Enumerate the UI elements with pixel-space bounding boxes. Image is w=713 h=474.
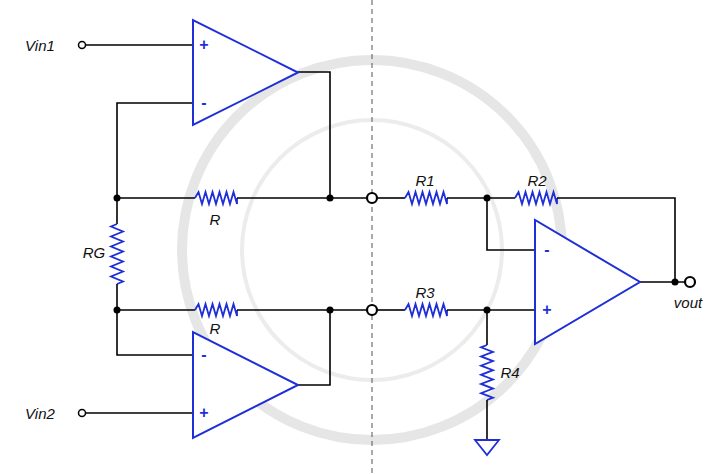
- resistor-label: R: [210, 321, 221, 336]
- resistor-symbol: [195, 192, 237, 204]
- output-label: vout: [674, 295, 702, 310]
- wire: [116, 198, 118, 224]
- opamp-symbol: [535, 220, 640, 344]
- resistor-label: R: [210, 212, 221, 227]
- junction-dot: [327, 307, 334, 314]
- wire: [117, 197, 195, 199]
- junction-dot: [484, 307, 491, 314]
- junction-dot: [484, 195, 491, 202]
- wire: [447, 197, 515, 199]
- pin-sign: -: [201, 347, 206, 363]
- junction-dot: [672, 279, 679, 286]
- divider-line: [372, 0, 373, 474]
- resistor-label: R1: [415, 173, 434, 188]
- pin-sign: +: [199, 37, 208, 53]
- resistor-label: RG: [83, 245, 106, 260]
- pin-sign: -: [201, 95, 206, 111]
- opamp-symbol: [193, 20, 298, 125]
- terminal: [367, 305, 377, 315]
- resistor-symbol: [405, 304, 447, 316]
- terminal: [367, 193, 377, 203]
- wire: [116, 284, 118, 310]
- wire: [237, 309, 366, 311]
- watermark-seal: [242, 120, 502, 380]
- wire: [378, 309, 405, 311]
- wire: [117, 103, 193, 198]
- resistor-symbol: [405, 192, 447, 204]
- opamp-symbol: [193, 332, 298, 438]
- wire: [486, 310, 488, 345]
- resistor-symbol: [195, 304, 237, 316]
- input-terminal: [79, 42, 86, 49]
- wire: [298, 72, 330, 198]
- resistor-label: R4: [500, 365, 519, 380]
- wire: [117, 310, 193, 355]
- junction-dot: [114, 195, 121, 202]
- wire: [298, 310, 330, 385]
- pin-sign: +: [199, 405, 208, 421]
- wire: [447, 309, 535, 311]
- wire: [82, 412, 193, 414]
- pin-sign: +: [542, 302, 551, 318]
- resistor-label: R3: [415, 285, 434, 300]
- resistor-symbol: [481, 345, 493, 400]
- input-terminal: [79, 410, 86, 417]
- junction-dot: [327, 195, 334, 202]
- wire: [487, 198, 535, 250]
- wire: [117, 309, 195, 311]
- input-label: Vin2: [25, 406, 55, 421]
- resistor-symbol: [515, 192, 557, 204]
- input-label: Vin1: [25, 38, 55, 53]
- wire: [378, 197, 405, 199]
- wire: [237, 197, 366, 199]
- ground-symbol: [475, 440, 499, 455]
- resistor-symbol: [111, 224, 123, 284]
- wire: [486, 400, 488, 440]
- junction-dot: [114, 307, 121, 314]
- pin-sign: -: [544, 242, 549, 258]
- resistor-label: R2: [527, 173, 546, 188]
- wire: [82, 44, 193, 46]
- terminal: [685, 277, 695, 287]
